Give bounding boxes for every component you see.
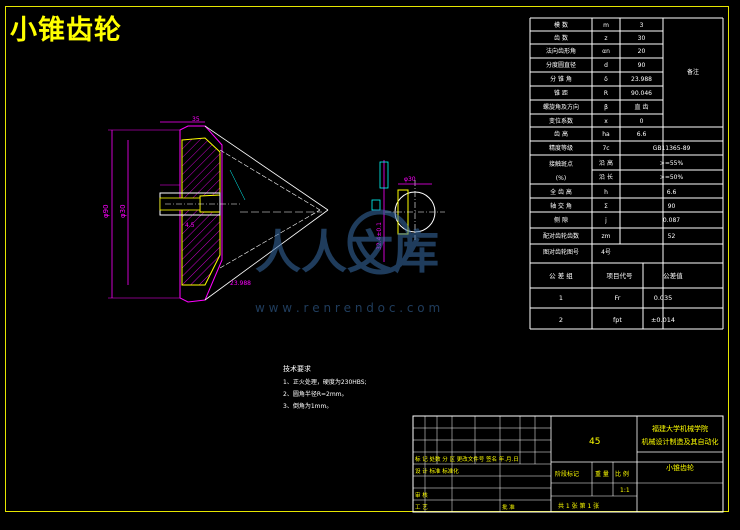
param-name: 轴 交 角 (550, 202, 572, 210)
param-name: 精度等级 (549, 144, 573, 152)
contact-length: 沿 长 (599, 173, 613, 181)
dim-outer-diameter: φ90 (102, 204, 110, 218)
param-name: 法向齿形角 (546, 47, 576, 55)
tb-major: 机械设计制造及其自动化 (642, 437, 719, 446)
tb-ratio: 比 例 (615, 470, 629, 478)
tol-code-header: 项目代号 (607, 271, 634, 280)
note-1: 1、正火处理，硬度为230HBS; (283, 378, 367, 386)
tb-stage: 阶段标记 (555, 470, 579, 478)
param-symbol: d (604, 62, 608, 69)
param-symbol: h (604, 189, 608, 196)
param-value: 90 (638, 62, 646, 69)
tb-row-headers: 标 记 处数 分 区 更改文件号 签名 年.月.日 (415, 455, 519, 463)
tb-scale: 1:1 (620, 487, 630, 494)
contact-label: 接触斑点 (549, 160, 573, 168)
tb-process: 工 艺 (415, 504, 428, 511)
param-value: 90.046 (631, 90, 652, 97)
param-symbol: αn (602, 48, 610, 55)
param-value: GB11365-89 (653, 145, 691, 152)
param-symbol: ha (602, 131, 610, 138)
param-name: 全 齿 高 (550, 188, 572, 196)
param-name: 齿 高 (554, 130, 568, 138)
param-symbol: j (604, 217, 607, 224)
tol-value: ±0.014 (651, 316, 675, 324)
watermark: 人人文库 w w w . r e n r e n d o c . c o m (255, 209, 440, 315)
param-name: 变位系数 (549, 117, 573, 125)
param-symbol: x (604, 118, 608, 125)
param-value: 52 (668, 233, 676, 240)
dim-cone-angle: 23.988 (230, 280, 251, 287)
param-symbol: R (604, 90, 608, 97)
title-block: 标 记 处数 分 区 更改文件号 签名 年.月.日 设 计 标准 标准化 审 核… (412, 415, 724, 513)
note-2: 2、圆角半径R=2mm。 (283, 390, 348, 398)
gear-section-view: φ90 φ30 35 4.5 23.988 (102, 116, 329, 303)
contact-length-value: >=50% (660, 174, 684, 181)
dim-keyway-width: φ30 (404, 176, 416, 183)
tol-value: 0.035 (654, 294, 673, 302)
sheet-border (5, 6, 729, 512)
tb-sheet: 共 1 张 第 1 张 (558, 502, 599, 510)
dim-pitch-diameter: φ30 (119, 204, 127, 218)
param-name: 图对齿轮图号 (543, 248, 579, 256)
param-symbol: z (604, 35, 607, 42)
tol-code: fpt (613, 316, 622, 324)
remark-label: 备注 (687, 68, 699, 76)
tol-group: 1 (559, 294, 563, 302)
tol-value-header: 公差值 (663, 271, 683, 280)
param-value: 6.6 (637, 131, 647, 138)
tol-code: Fr (615, 294, 621, 302)
param-name: 模 数 (554, 21, 568, 29)
param-value: 20 (638, 48, 646, 55)
notes-title: 技术要求 (283, 364, 311, 373)
tb-design: 设 计 标准 标准化 (415, 467, 459, 475)
param-symbol: zm (602, 233, 611, 240)
drawing-title: 小锥齿轮 (10, 15, 122, 46)
tb-school: 福建大学机械学院 (652, 424, 708, 433)
watermark-url: w w w . r e n r e n d o c . c o m (255, 301, 440, 315)
watermark-brand: 人人文库 (255, 225, 439, 279)
dim-keyway-depth: 32.4±0.1 (376, 222, 383, 250)
param-symbol: Σ (604, 203, 608, 210)
contact-unit: (%) (556, 175, 566, 182)
tb-review: 审 核 (415, 491, 428, 499)
param-name: 锥 距 (554, 89, 568, 97)
param-value: 3 (640, 22, 644, 29)
param-symbol: m (603, 22, 609, 29)
tb-approve: 批 准 (502, 503, 515, 511)
tb-weight: 重 量 (595, 470, 609, 478)
param-value: 0 (640, 118, 644, 125)
tb-part-name: 小锥齿轮 (666, 463, 694, 472)
param-name: 侧 隙 (554, 216, 568, 224)
contact-height-value: >=55% (660, 160, 684, 167)
param-name: 配对齿轮齿数 (543, 232, 579, 240)
tol-group-header: 公 差 组 (549, 271, 573, 280)
param-value: 90 (668, 203, 676, 210)
dim-width: 35 (192, 116, 200, 123)
param-name: 螺旋角及方向 (543, 103, 579, 111)
param-value: 30 (638, 35, 646, 42)
param-symbol: δ (604, 76, 608, 83)
tol-group: 2 (559, 316, 563, 324)
contact-height: 沿 高 (599, 159, 613, 167)
param-name: 齿 数 (554, 34, 568, 42)
tb-material: 45 (589, 437, 600, 447)
param-name: 分 锥 角 (550, 75, 572, 83)
technical-notes: 技术要求 1、正火处理，硬度为230HBS; 2、圆角半径R=2mm。 3、倒角… (283, 364, 367, 410)
param-symbol: 4号 (601, 249, 611, 256)
param-value: 0.087 (663, 217, 680, 224)
param-symbol: 7c (602, 145, 609, 152)
param-value: 直 齿 (635, 103, 649, 111)
param-value: 23.988 (631, 76, 652, 83)
param-name: 分度圆直径 (546, 61, 576, 69)
dim-chamfer: 4.5 (185, 222, 195, 229)
param-symbol: β (604, 104, 608, 111)
param-value: 6.6 (667, 189, 677, 196)
note-3: 3、倒角为1mm。 (283, 402, 332, 410)
